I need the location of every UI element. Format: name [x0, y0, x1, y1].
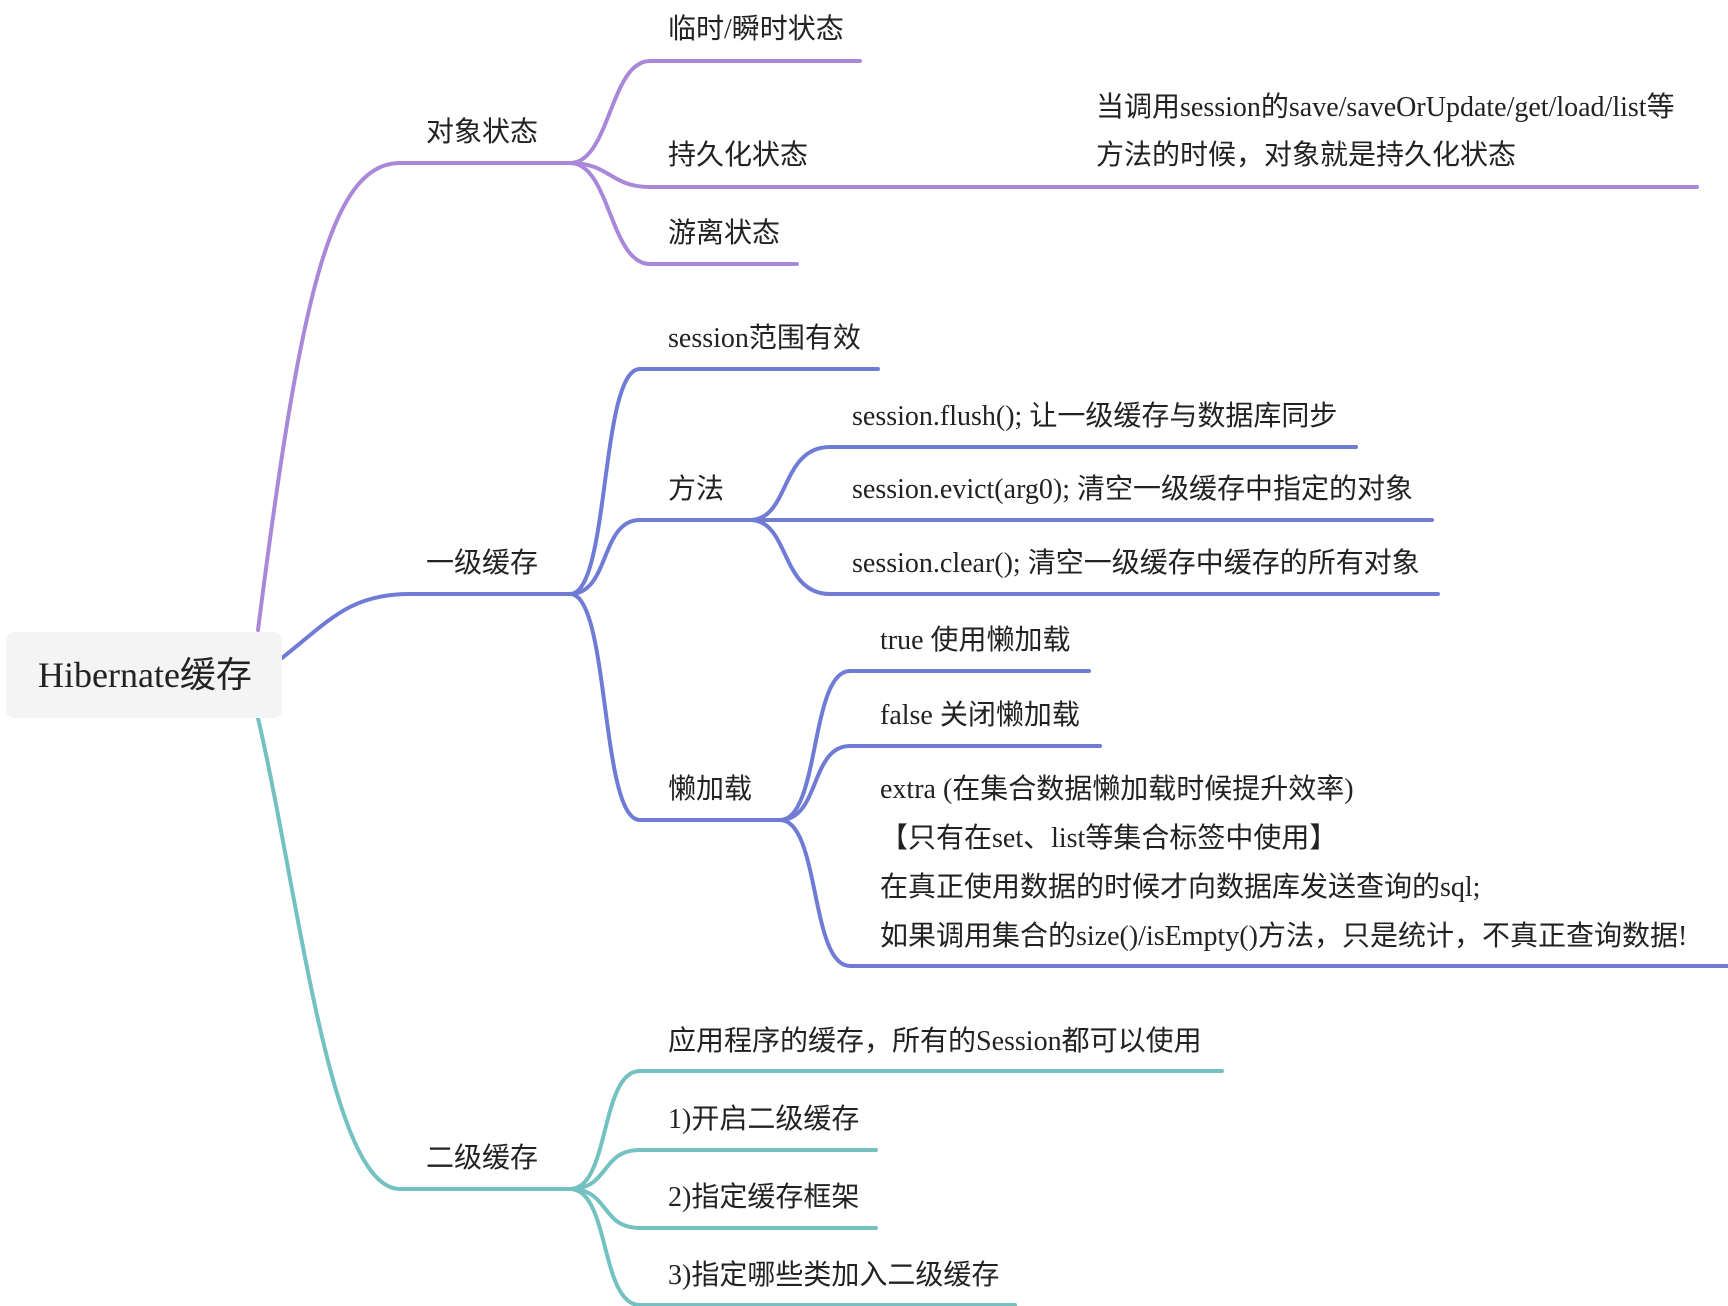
link-to-app-cache [568, 1069, 1224, 1191]
branch-links-second-level-cache [256, 716, 1224, 1306]
node-second-level-cache[interactable]: 二级缓存 [426, 1142, 538, 1174]
link-to-enable-cache [568, 1148, 878, 1191]
link-to-detached-state [568, 161, 799, 266]
node-lazy-extra-line-2: 【只有在set、list等集合标签中使用】 [880, 822, 1337, 854]
node-lazy-false[interactable]: false 关闭懒加载 [880, 699, 1080, 731]
link-to-lazy-loading [568, 592, 782, 822]
node-method-flush[interactable]: session.flush(); 让一级缓存与数据库同步 [852, 400, 1337, 432]
root-node[interactable]: Hibernate缓存 [6, 632, 282, 718]
node-first-level-cache[interactable]: 一级缓存 [426, 547, 538, 579]
node-temporary-state[interactable]: 临时/瞬时状态 [668, 13, 844, 45]
link-to-lazy-false [778, 744, 1102, 822]
link-root-to-second-level-cache [256, 716, 572, 1191]
branch-links-object-state [256, 59, 1699, 632]
link-to-flush [748, 445, 1358, 522]
node-methods[interactable]: 方法 [668, 473, 724, 505]
note-persistent-state-line-2: 方法的时候，对象就是持久化状态 [1096, 139, 1516, 171]
node-object-state[interactable]: 对象状态 [426, 116, 538, 148]
link-to-session-scope [568, 367, 880, 596]
node-detached-state[interactable]: 游离状态 [668, 217, 780, 249]
link-root-to-first-level-cache [280, 592, 572, 660]
node-session-scope[interactable]: session范围有效 [668, 322, 861, 354]
node-app-cache[interactable]: 应用程序的缓存，所有的Session都可以使用 [668, 1025, 1202, 1057]
link-to-lazy-true [778, 669, 1091, 822]
root-node-label: Hibernate缓存 [38, 655, 252, 695]
link-to-methods [568, 518, 752, 596]
node-lazy-extra-line-4: 如果调用集合的size()/isEmpty()方法，只是统计，不真正查询数据! [880, 920, 1687, 952]
node-cache-framework[interactable]: 2)指定缓存框架 [668, 1181, 859, 1213]
node-lazy-extra[interactable]: extra (在集合数据懒加载时候提升效率) 【只有在set、list等集合标签… [880, 773, 1687, 952]
node-lazy-true[interactable]: true 使用懒加载 [880, 624, 1071, 656]
link-root-to-object-state [256, 161, 572, 632]
link-to-temporary-state [568, 59, 862, 165]
note-persistent-state-line-1: 当调用session的save/saveOrUpdate/get/load/li… [1096, 91, 1675, 123]
link-to-persistent-state [568, 161, 1699, 189]
node-lazy-loading[interactable]: 懒加载 [668, 773, 752, 805]
node-method-evict[interactable]: session.evict(arg0); 清空一级缓存中指定的对象 [852, 473, 1413, 505]
root-node-box [6, 632, 282, 718]
node-cached-classes[interactable]: 3)指定哪些类加入二级缓存 [668, 1259, 999, 1291]
link-to-clear [748, 518, 1440, 596]
node-method-clear[interactable]: session.clear(); 清空一级缓存中缓存的所有对象 [852, 547, 1420, 579]
branch-links-first-level-cache [280, 367, 1728, 968]
node-lazy-extra-line-3: 在真正使用数据的时候才向数据库发送查询的sql; [880, 871, 1480, 903]
node-lazy-extra-line-1: extra (在集合数据懒加载时候提升效率) [880, 773, 1354, 805]
link-to-cache-framework [568, 1187, 878, 1230]
link-to-lazy-extra [778, 818, 1728, 968]
node-enable-cache[interactable]: 1)开启二级缓存 [668, 1103, 859, 1135]
node-persistent-state[interactable]: 持久化状态 [668, 139, 808, 171]
link-to-cached-classes [568, 1187, 1017, 1306]
